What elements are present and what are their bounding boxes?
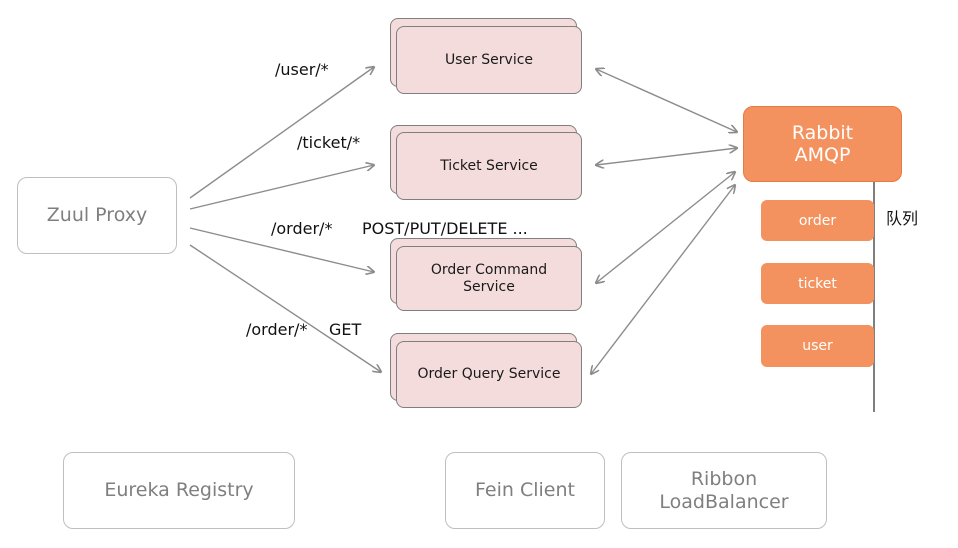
user-service-label: User Service [444, 51, 534, 68]
queue-ticket: ticket [761, 263, 874, 304]
order-query-service-box: Order Query Service [396, 341, 582, 408]
mq-arrow-order-command [596, 172, 735, 283]
queue-ticket-label: ticket [798, 275, 837, 292]
route-label-order-command-methods: POST/PUT/DELETE ... [362, 219, 528, 238]
order-query-service-label: Order Query Service [417, 366, 561, 382]
route-arrow-order-query [189, 244, 381, 372]
order-command-service-box: Order Command Service [396, 246, 582, 311]
queue-group-label: 队列 [886, 209, 919, 228]
rabbit-amqp-box: Rabbit AMQP [743, 106, 902, 182]
route-label-ticket: /ticket/* [297, 133, 361, 152]
route-arrow-order-command [189, 227, 374, 272]
ticket-service-box: Ticket Service [396, 132, 582, 200]
route-label-user: /user/* [275, 60, 329, 79]
route-arrow-ticket [189, 165, 374, 210]
queue-order-label: order [798, 212, 837, 229]
queue-user-label: user [802, 338, 833, 354]
eureka-registry-label: Eureka Registry [104, 479, 254, 501]
route-label-order-query: /order/* [246, 320, 308, 339]
user-service-box: User Service [396, 26, 582, 94]
zuul-proxy-label: Zuul Proxy [46, 204, 148, 226]
zuul-proxy-box: Zuul Proxy [17, 177, 177, 254]
fein-client-box: Fein Client [445, 452, 605, 529]
route-label-order-query-methods: GET [329, 320, 362, 339]
queue-user: user [761, 325, 874, 367]
mq-arrow-order-query [591, 185, 735, 374]
rabbit-amqp-label: Rabbit AMQP [791, 122, 854, 166]
route-label-order-command: /order/* [271, 219, 333, 238]
ticket-service-label: Ticket Service [440, 157, 538, 174]
route-arrow-user [189, 67, 374, 199]
mq-arrow-ticket [596, 148, 737, 165]
order-command-service-label: Order Command Service [430, 261, 548, 295]
ribbon-loadbalancer-box: Ribbon LoadBalancer [621, 452, 827, 529]
eureka-registry-box: Eureka Registry [63, 452, 295, 529]
fein-client-label: Fein Client [475, 479, 575, 501]
queue-order: order [761, 200, 874, 241]
mq-arrow-user [596, 69, 737, 132]
ribbon-loadbalancer-label: Ribbon LoadBalancer [659, 467, 789, 513]
